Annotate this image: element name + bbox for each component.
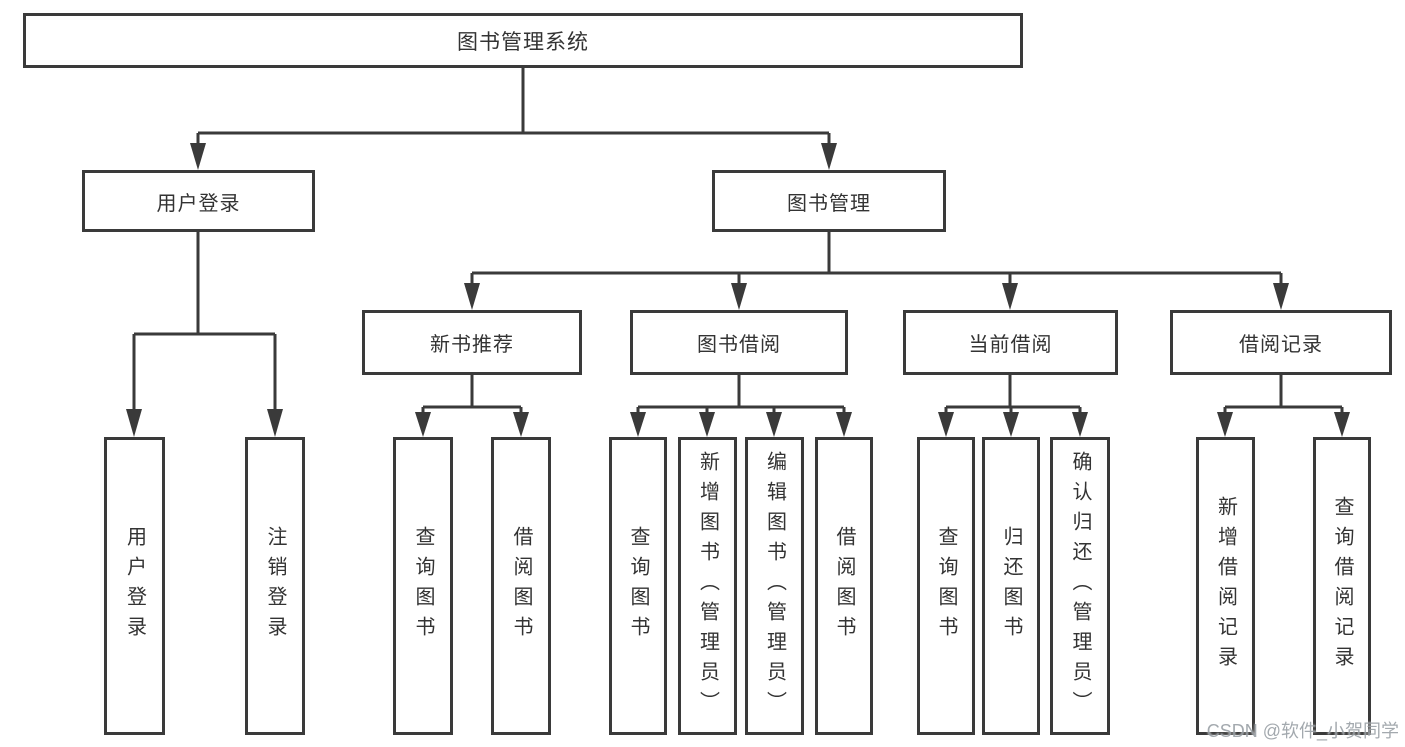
arrowhead: [1002, 283, 1018, 310]
node-borrowing-records: 借阅记录: [1170, 310, 1392, 375]
arrowhead: [938, 412, 954, 437]
node-library-management-system: 图书管理系统: [23, 13, 1023, 68]
connector-current-borrow-to-leaves: [944, 375, 1082, 417]
arrowhead: [190, 143, 206, 170]
node-user-login-action: 用户登录: [104, 437, 165, 735]
node-confirm-return-admin: 确认归还（管理员）: [1050, 437, 1110, 735]
node-label: 查询借阅记录: [1331, 496, 1353, 676]
node-label: 新增图书（管理员）: [696, 451, 719, 721]
arrowhead: [1334, 412, 1350, 437]
arrowhead: [1072, 412, 1088, 437]
node-new-book-recommendation: 新书推荐: [362, 310, 582, 375]
node-borrow-books-recommend: 借阅图书: [491, 437, 551, 735]
node-label: 确认归还（管理员）: [1069, 451, 1091, 721]
node-edit-books-admin: 编辑图书（管理员）: [745, 437, 804, 735]
node-label: 新增借阅记录: [1214, 496, 1237, 676]
arrowhead: [699, 412, 715, 437]
node-label: 图书管理: [787, 192, 871, 215]
arrowhead: [267, 409, 283, 437]
arrowhead: [464, 283, 480, 310]
arrowhead: [766, 412, 782, 437]
arrowhead: [1217, 412, 1233, 437]
arrowhead: [415, 412, 431, 437]
node-label: 归还图书: [1000, 526, 1022, 646]
arrowhead: [630, 412, 646, 437]
arrowhead: [836, 412, 852, 437]
arrowhead: [731, 283, 747, 310]
node-book-management: 图书管理: [712, 170, 946, 232]
node-logout-action: 注销登录: [245, 437, 305, 735]
connector-book-management-to-level3: [470, 232, 1283, 288]
node-label: 图书借阅: [697, 334, 781, 356]
node-label: 查询图书: [935, 526, 957, 646]
arrowhead: [513, 412, 529, 437]
connector-book-borrow-to-leaves: [636, 375, 846, 417]
connector-user-login-to-leaves: [132, 232, 277, 414]
node-add-borrow-record: 新增借阅记录: [1196, 437, 1255, 735]
arrowhead: [126, 409, 142, 437]
node-label: 借阅图书: [510, 526, 532, 646]
node-query-books-current: 查询图书: [917, 437, 975, 735]
node-add-books-admin: 新增图书（管理员）: [678, 437, 737, 735]
node-label: 图书管理系统: [457, 30, 589, 54]
node-label: 查询图书: [412, 526, 434, 646]
node-label: 借阅记录: [1239, 334, 1323, 356]
node-label: 借阅图书: [833, 526, 855, 646]
node-return-books: 归还图书: [982, 437, 1040, 735]
arrowhead: [1003, 412, 1019, 437]
node-book-borrowing: 图书借阅: [630, 310, 848, 375]
arrowhead: [1273, 283, 1289, 310]
connector-root-to-level2: [196, 68, 831, 148]
node-label: 用户登录: [123, 526, 146, 646]
arrowhead: [821, 143, 837, 170]
csdn-watermark: CSDN @软件_小贺同学: [1206, 721, 1399, 741]
node-label: 当前借阅: [968, 334, 1053, 356]
node-label: 用户登录: [156, 192, 241, 215]
node-borrow-books-action: 借阅图书: [815, 437, 873, 735]
node-user-login: 用户登录: [82, 170, 315, 232]
node-current-borrowing: 当前借阅: [903, 310, 1118, 375]
connector-borrow-records-to-leaves: [1223, 375, 1344, 417]
node-label: 新书推荐: [430, 334, 514, 356]
node-query-books-borrow: 查询图书: [609, 437, 667, 735]
node-query-borrow-record: 查询借阅记录: [1313, 437, 1371, 735]
node-label: 注销登录: [264, 526, 286, 646]
connector-new-book-recommend-to-leaves: [421, 375, 523, 417]
node-label: 编辑图书（管理员）: [763, 451, 786, 721]
node-query-books-recommend: 查询图书: [393, 437, 453, 735]
node-label: 查询图书: [627, 526, 649, 646]
